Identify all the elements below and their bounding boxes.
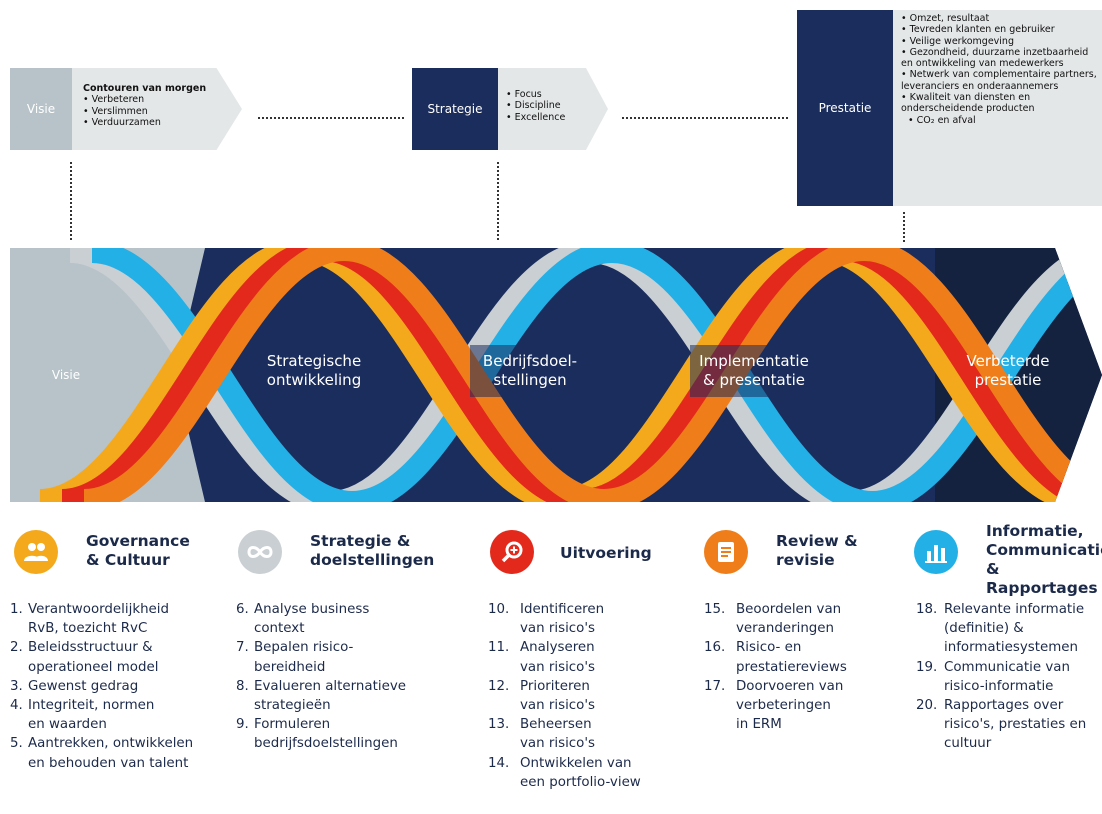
section-title-strategy: Strategie & doelstellingen xyxy=(310,532,435,569)
strategie-tag: Strategie xyxy=(412,68,498,150)
stage-label-objectives: Bedrijfsdoel- stellingen xyxy=(482,352,578,389)
strategie-item: Discipline xyxy=(506,100,565,111)
infinity-icon xyxy=(238,530,282,574)
visie-content: Contouren van morgen Verbeteren Verslimm… xyxy=(83,83,206,128)
list-item: 9.Formuleren bedrijfsdoelstellingen xyxy=(236,717,398,752)
magnifier-plus-icon xyxy=(490,530,534,574)
list-item: 10.Identificeren van risico's xyxy=(488,602,605,637)
list-item: 18.Relevante informatie (definitie) & in… xyxy=(916,602,1085,656)
stage-label-implementation: Implementatie & presentatie xyxy=(699,352,809,389)
strategie-item: Excellence xyxy=(506,112,566,123)
list-item: 6.Analyse business context xyxy=(236,602,370,637)
strategy-list: 6.Analyse business context 7.Bepalen ris… xyxy=(236,600,406,754)
section-title-execution: Uitvoering xyxy=(560,544,652,562)
section-title-governance: Governance & Cultuur xyxy=(86,532,190,569)
connector-line xyxy=(903,212,905,242)
list-item: 4.Integriteit, normen en waarden xyxy=(10,698,155,733)
execution-list: 10.Identificeren van risico's 11.Analyse… xyxy=(488,600,641,792)
information-list: 18.Relevante informatie (definitie) & in… xyxy=(916,600,1086,754)
prestatie-item: Omzet, resultaat xyxy=(901,13,1097,24)
connector-line xyxy=(497,162,499,240)
people-icon xyxy=(14,530,58,574)
governance-list: 1.Verantwoordelijkheid RvB, toezicht RvC… xyxy=(10,600,193,773)
stage-label-strategic: Strategische ontwikkeling xyxy=(266,352,362,389)
stage-label-performance: Verbeterde prestatie xyxy=(966,352,1050,389)
visie-heading: Contouren van morgen xyxy=(83,83,207,94)
prestatie-item: Tevreden klanten en gebruiker xyxy=(901,24,1097,35)
connector-line xyxy=(70,162,72,240)
visie-tag: Visie xyxy=(10,68,72,150)
prestatie-tag: Prestatie xyxy=(797,10,893,206)
prestatie-item: CO₂ en afval xyxy=(901,115,1097,126)
bar-chart-icon xyxy=(914,530,958,574)
list-item: 11.Analyseren van risico's xyxy=(488,640,596,675)
list-item: 7.Bepalen risico- bereidheid xyxy=(236,640,354,675)
section-title-review: Review & revisie xyxy=(776,532,858,569)
connector-line xyxy=(622,117,788,119)
list-item: 8.Evalueren alternatieve strategieën xyxy=(236,678,406,714)
list-item: 1.Verantwoordelijkheid RvB, toezicht RvC xyxy=(10,602,170,637)
visie-item: Verduurzamen xyxy=(83,117,206,128)
list-item: 19.Communicatie van risico-informatie xyxy=(916,659,1070,694)
list-item: 12.Prioriteren van risico's xyxy=(488,678,596,714)
list-item: 16.Risico- en prestatiereviews xyxy=(704,640,847,675)
list-item: 14.Ontwikkelen van een portfolio-view xyxy=(488,755,641,790)
prestatie-item: Netwerk van complementaire partners, lev… xyxy=(901,69,1097,92)
list-item: 13.Beheersen van risico's xyxy=(488,717,596,752)
connector-line xyxy=(258,117,404,119)
visie-list: Verbeteren Verslimmen Verduurzamen xyxy=(83,94,206,128)
list-item: 17.Doorvoeren van verbeteringen in ERM xyxy=(704,678,844,733)
prestatie-item: Kwaliteit van diensten en onderscheidend… xyxy=(901,92,1097,115)
section-title-information: Informatie, Communicatie & Rapportages xyxy=(986,522,1102,597)
strategie-list: Focus Discipline Excellence xyxy=(506,89,566,123)
list-item: 2.Beleidsstructuur & operationeel model xyxy=(10,640,159,675)
review-list: 15.Beoordelen van veranderingen 16.Risic… xyxy=(704,600,847,734)
list-item: 20.Rapportages over risico's, prestaties… xyxy=(916,698,1087,752)
strategie-item: Focus xyxy=(506,89,565,100)
prestatie-list: Omzet, resultaat Tevreden klanten en geb… xyxy=(901,13,1097,126)
band-arrow xyxy=(120,248,1102,502)
list-item: 3.Gewenst gedrag xyxy=(10,678,139,694)
list-item: 15.Beoordelen van veranderingen xyxy=(704,602,842,637)
band-visie-label: Visie xyxy=(51,368,81,382)
prestatie-item: Gezondheid, duurzame inzetbaarheid en on… xyxy=(901,47,1097,70)
prestatie-item: Veilige werkomgeving xyxy=(901,36,1097,47)
visie-item: Verslimmen xyxy=(83,106,206,117)
list-item: 5.Aantrekken, ontwikkelen en behouden va… xyxy=(10,736,194,771)
visie-item: Verbeteren xyxy=(83,94,206,105)
document-icon xyxy=(704,530,748,574)
